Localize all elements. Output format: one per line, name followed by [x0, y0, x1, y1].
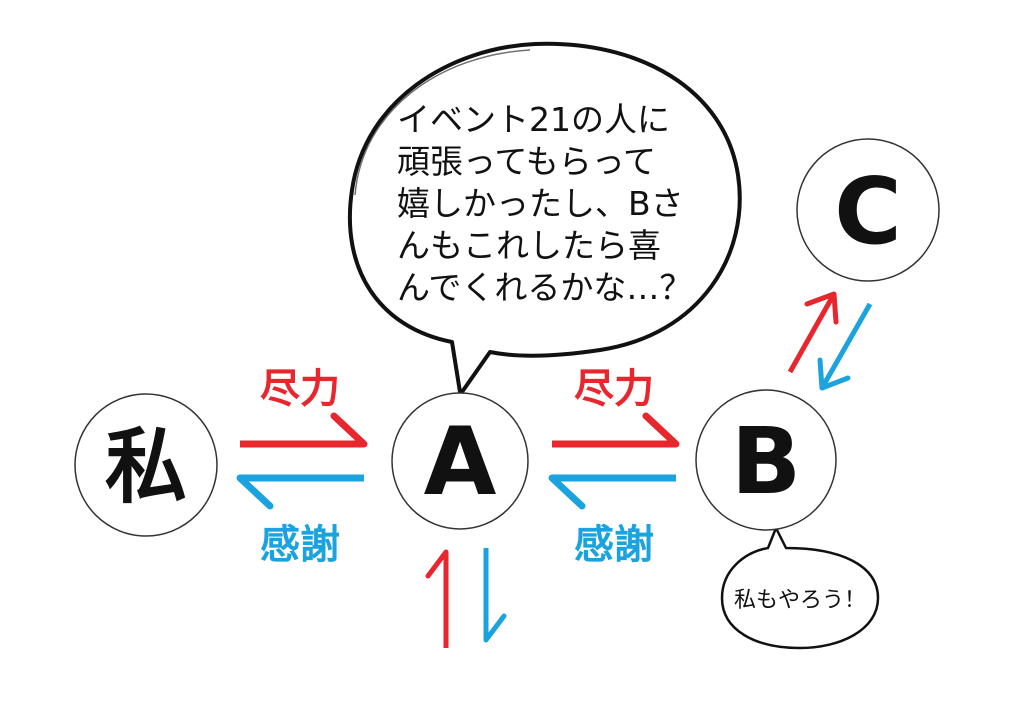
node-me-label: 私	[105, 420, 187, 515]
edge-label-me-a-thanks: 感謝	[260, 522, 340, 568]
node-me-circle	[74, 393, 218, 537]
node-b-label: B	[731, 408, 801, 515]
arrow-a-to-b-effort	[552, 412, 680, 448]
arrow-b-to-c-effort	[787, 291, 839, 374]
speech-a-line-1: イベント21の人に	[397, 100, 670, 139]
node-me: 私	[74, 393, 218, 537]
node-a-label: A	[424, 408, 497, 517]
arrow-below-a-effort-up	[425, 549, 449, 648]
arrow-a-to-me-thanks	[236, 474, 364, 510]
speech-bubble-b: 私もやろう！	[720, 526, 880, 650]
node-c-circle	[796, 138, 940, 282]
node-b: B	[695, 389, 837, 531]
arrow-below-a-thanks-down	[483, 548, 507, 643]
edge-label-a-b-thanks: 感謝	[574, 522, 654, 568]
speech-a-line-4: んもこれしたら喜	[397, 226, 661, 265]
arrow-b-to-a-thanks	[548, 474, 676, 510]
arrow-c-to-b-thanks	[817, 302, 873, 391]
node-a-circle	[391, 392, 529, 530]
node-b-circle	[695, 389, 837, 531]
speech-b-text: 私もやろう！	[734, 588, 866, 613]
speech-bubble-b-outline	[720, 526, 880, 650]
speech-a-line-5: んでくれるかな…？	[397, 268, 692, 307]
edge-label-a-b-effort: 尽力	[574, 366, 654, 412]
speech-bubble-a-outline	[347, 41, 742, 394]
node-c: C	[796, 138, 940, 282]
node-c-label: C	[834, 158, 902, 265]
arrow-me-to-a-effort	[240, 412, 368, 448]
speech-a-line-3: 嬉しかったし、Bさ	[397, 184, 684, 223]
speech-bubble-a: イベント21の人に 頑張ってもらって 嬉しかったし、Bさ んもこれしたら喜 んで…	[347, 41, 742, 394]
edge-label-me-a-effort: 尽力	[260, 366, 340, 412]
speech-a-line-2: 頑張ってもらって	[397, 142, 656, 181]
node-a: A	[391, 392, 529, 530]
